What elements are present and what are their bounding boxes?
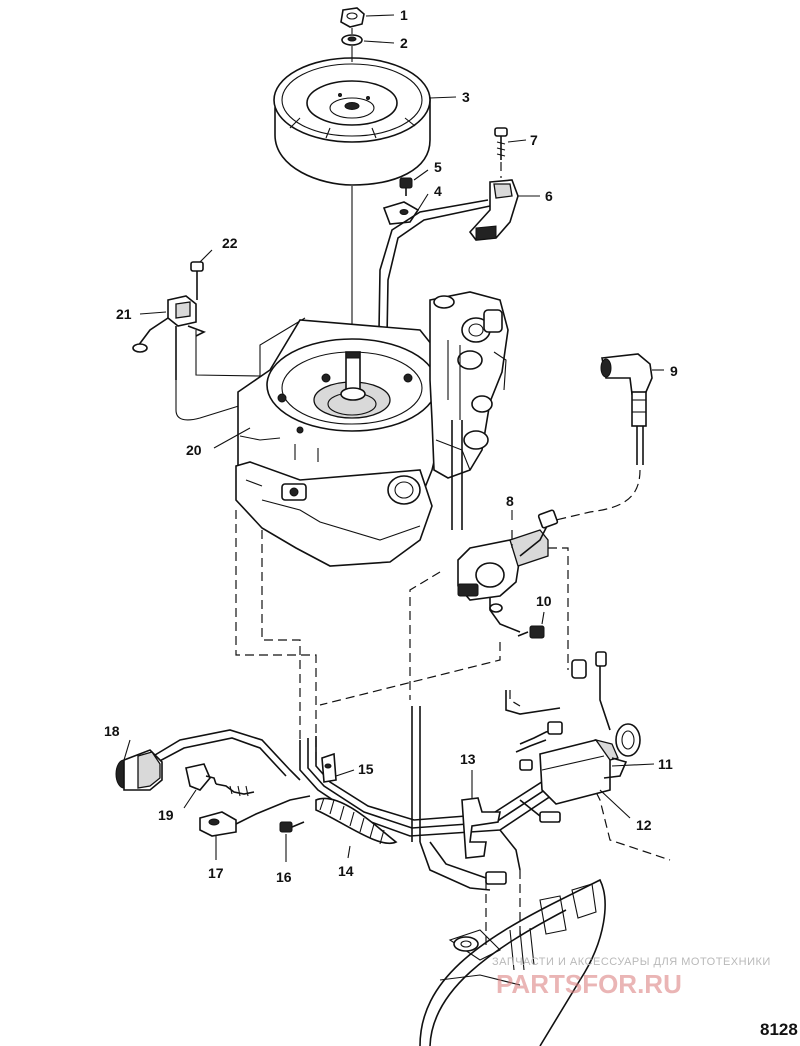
callout-2: 2: [400, 35, 408, 51]
part-clamp: [382, 201, 420, 225]
part-washer: [341, 34, 363, 46]
callout-16: 16: [276, 869, 292, 885]
callout-21: 21: [116, 306, 132, 322]
callout-17: 17: [208, 865, 224, 881]
part-flywheel: [273, 57, 431, 186]
part-spark-plug-boot: [600, 353, 653, 427]
callout-4: 4: [434, 183, 442, 199]
callout-6: 6: [545, 188, 553, 204]
part-nut: [340, 7, 365, 28]
callout-9: 9: [670, 363, 678, 379]
callout-12: 12: [636, 817, 652, 833]
callout-5: 5: [434, 159, 442, 175]
callout-19: 19: [158, 807, 174, 823]
part-screw-16: [279, 821, 305, 833]
watermark: ЗАПЧАСТИ И АКСЕССУАРЫ ДЛЯ МОТОТЕХНИКИ PA…: [492, 956, 771, 999]
part-cdi-module: [515, 721, 641, 823]
part-bottom-cowl: [419, 870, 606, 1046]
part-lanyard-clip: [185, 763, 255, 797]
callout-1: 1: [400, 7, 408, 23]
part-ignition-coil: [457, 509, 559, 601]
part-powerhead: [235, 319, 445, 567]
callout-15: 15: [358, 761, 374, 777]
callout-labels: 1 2 3 4 5 6 7 8 9 10 11 12 13 14 15 16 1…: [104, 7, 678, 885]
callout-22: 22: [222, 235, 238, 251]
watermark-logo: PARTSFOR.RU: [496, 969, 682, 999]
part-clip-15: [321, 752, 337, 783]
callout-20: 20: [186, 442, 202, 458]
part-screw-7: [494, 127, 508, 160]
callout-10: 10: [536, 593, 552, 609]
leader-lines: [123, 14, 664, 862]
callout-7: 7: [530, 132, 538, 148]
watermark-tagline: ЗАПЧАСТИ И АКСЕССУАРЫ ДЛЯ МОТОТЕХНИКИ: [492, 956, 771, 968]
drawing-number: 8128: [760, 1020, 798, 1039]
callout-13: 13: [460, 751, 476, 767]
part-carburetor: [429, 291, 509, 479]
part-trigger-coil: [468, 179, 519, 241]
callout-3: 3: [462, 89, 470, 105]
callout-18: 18: [104, 723, 120, 739]
part-screw-10: [517, 625, 545, 639]
part-screw-22: [190, 261, 204, 300]
callout-14: 14: [338, 863, 354, 879]
part-screw-5: [399, 177, 413, 196]
part-ground-terminal: [199, 795, 311, 837]
callout-11: 11: [658, 756, 673, 772]
part-bracket: [461, 797, 501, 859]
part-stop-switch: [115, 729, 301, 791]
part-rectifier: [132, 295, 206, 353]
callout-8: 8: [506, 493, 514, 509]
